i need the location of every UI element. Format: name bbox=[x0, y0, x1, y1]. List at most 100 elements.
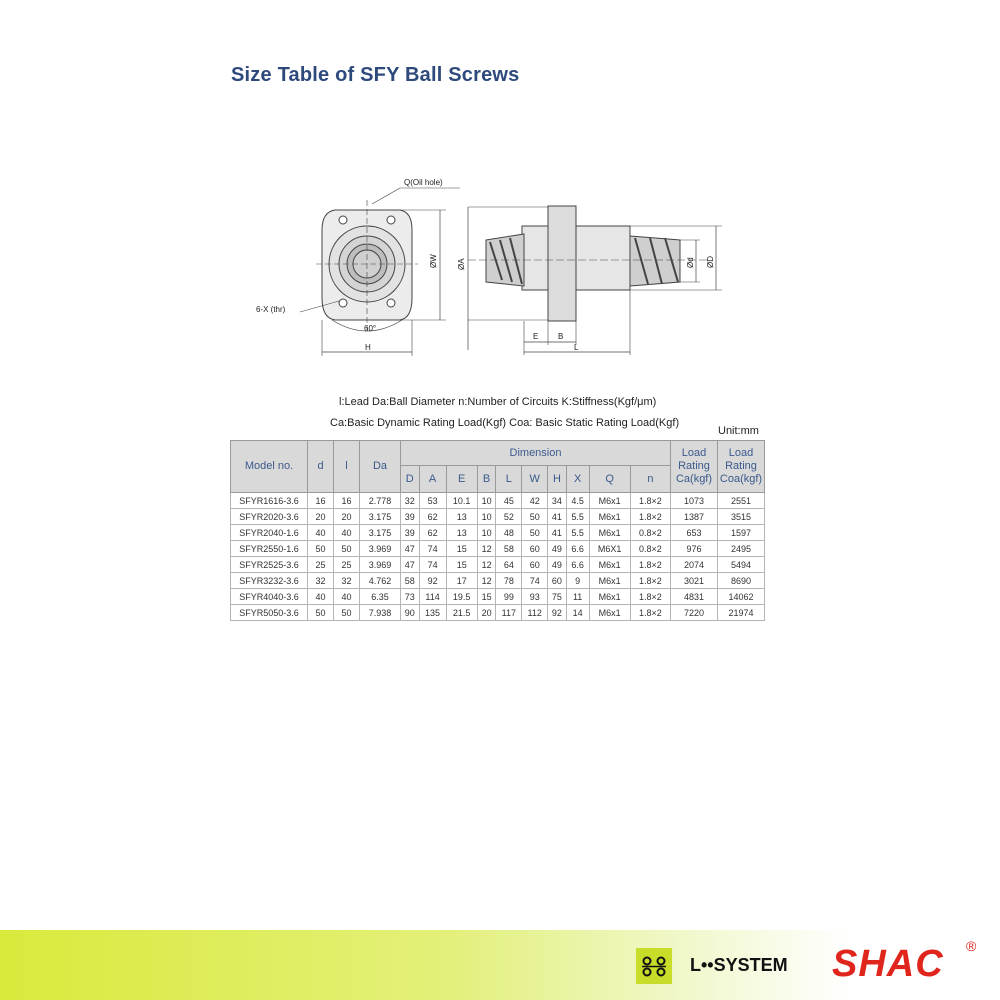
table-cell: 135 bbox=[418, 604, 447, 621]
table-cell: 1.8×2 bbox=[629, 604, 672, 621]
col-load-coa: Load Rating Coa(kgf) bbox=[717, 440, 765, 493]
table-cell: 34 bbox=[547, 492, 567, 509]
col-dim-e: E bbox=[445, 465, 478, 493]
table-cell: 3.175 bbox=[359, 508, 401, 525]
table-cell: M6x1 bbox=[588, 572, 631, 589]
table-cell: 2074 bbox=[670, 556, 718, 573]
col-model: Model no. bbox=[230, 440, 308, 493]
table-cell: 41 bbox=[547, 524, 567, 541]
table-cell: 4831 bbox=[670, 588, 718, 605]
shac-logo: SHAC bbox=[832, 943, 944, 985]
table-cell: M6x1 bbox=[588, 524, 631, 541]
table-cell: 99 bbox=[495, 588, 523, 605]
table-cell: 4.762 bbox=[359, 572, 401, 589]
col-dim-a: A bbox=[418, 465, 447, 493]
table-cell: 2495 bbox=[717, 540, 765, 557]
table-cell: 47 bbox=[400, 556, 420, 573]
d-small-label: Ød bbox=[686, 257, 695, 268]
col-dim-n: n bbox=[629, 465, 672, 493]
table-cell: 12 bbox=[476, 572, 497, 589]
col-dimension: Dimension bbox=[400, 440, 671, 466]
table-cell: M6X1 bbox=[588, 540, 631, 557]
model-cell: SFYR4040-3.6 bbox=[230, 588, 308, 605]
model-cell: SFYR2525-3.6 bbox=[230, 556, 308, 573]
b-label: B bbox=[558, 332, 563, 341]
table-cell: 25 bbox=[307, 556, 334, 573]
model-cell: SFYR2020-3.6 bbox=[230, 508, 308, 525]
table-cell: 12 bbox=[476, 556, 497, 573]
e-label: E bbox=[533, 332, 538, 341]
h-label: H bbox=[365, 343, 371, 352]
table-cell: 13 bbox=[445, 508, 478, 525]
col-dim-d: D bbox=[400, 465, 420, 493]
l-label: L bbox=[574, 343, 579, 352]
table-cell: 62 bbox=[418, 508, 447, 525]
col-dim-l: L bbox=[495, 465, 523, 493]
table-cell: 25 bbox=[333, 556, 360, 573]
table-cell: 93 bbox=[521, 588, 549, 605]
table-cell: 117 bbox=[495, 604, 523, 621]
table-cell: 14062 bbox=[717, 588, 765, 605]
table-cell: 13 bbox=[445, 524, 478, 541]
table-cell: 50 bbox=[333, 540, 360, 557]
table-cell: 58 bbox=[495, 540, 523, 557]
table-cell: 40 bbox=[307, 588, 334, 605]
model-cell: SFYR2040-1.6 bbox=[230, 524, 308, 541]
table-cell: 7220 bbox=[670, 604, 718, 621]
table-cell: 5.5 bbox=[565, 508, 590, 525]
ball-screw-drawing: Q(Oil hole) 6-X (thr) 60° H ØW ØA E B L … bbox=[256, 178, 722, 356]
oil-hole-label: Q(Oil hole) bbox=[404, 178, 443, 187]
col-dim-h: H bbox=[547, 465, 567, 493]
model-cell: SFYR1616-3.6 bbox=[230, 492, 308, 509]
table-cell: 47 bbox=[400, 540, 420, 557]
thread-label: 6-X (thr) bbox=[256, 305, 286, 314]
table-cell: 4.5 bbox=[565, 492, 590, 509]
legend-line-2: Ca:Basic Dynamic Rating Load(Kgf) Coa: B… bbox=[330, 417, 680, 429]
table-cell: 53 bbox=[418, 492, 447, 509]
table-cell: 74 bbox=[521, 572, 549, 589]
footer-bar bbox=[0, 930, 1000, 1000]
table-cell: 3.969 bbox=[359, 556, 401, 573]
table-cell: 15 bbox=[476, 588, 497, 605]
table-cell: 15 bbox=[445, 540, 478, 557]
table-cell: 10 bbox=[476, 524, 497, 541]
table-cell: 12 bbox=[476, 540, 497, 557]
table-cell: 50 bbox=[521, 524, 549, 541]
table-cell: 32 bbox=[333, 572, 360, 589]
col-dim-q: Q bbox=[588, 465, 631, 493]
table-cell: 20 bbox=[333, 508, 360, 525]
table-cell: 92 bbox=[547, 604, 567, 621]
table-cell: 20 bbox=[307, 508, 334, 525]
size-table: Model no. d l Da Dimension Load Rating C… bbox=[230, 440, 765, 621]
col-da: Da bbox=[359, 440, 401, 493]
table-cell: 1387 bbox=[670, 508, 718, 525]
table-cell: 48 bbox=[495, 524, 523, 541]
table-cell: 21974 bbox=[717, 604, 765, 621]
table-cell: 42 bbox=[521, 492, 549, 509]
table-cell: 0.8×2 bbox=[629, 540, 672, 557]
table-cell: 1.8×2 bbox=[629, 572, 672, 589]
table-cell: 1.8×2 bbox=[629, 492, 672, 509]
angle-label: 60° bbox=[364, 324, 376, 333]
table-cell: 112 bbox=[521, 604, 549, 621]
col-dim-w: W bbox=[521, 465, 549, 493]
table-cell: 5494 bbox=[717, 556, 765, 573]
model-cell: SFYR2550-1.6 bbox=[230, 540, 308, 557]
table-cell: 1.8×2 bbox=[629, 588, 672, 605]
table-cell: 50 bbox=[307, 604, 334, 621]
table-cell: 58 bbox=[400, 572, 420, 589]
lsystem-logo-text: L••SYSTEM bbox=[690, 955, 788, 975]
table-cell: 39 bbox=[400, 524, 420, 541]
col-lead: l bbox=[333, 440, 360, 493]
table-cell: 10.1 bbox=[445, 492, 478, 509]
table-cell: 75 bbox=[547, 588, 567, 605]
table-cell: 60 bbox=[521, 540, 549, 557]
table-cell: 16 bbox=[333, 492, 360, 509]
w-label: ØW bbox=[429, 254, 438, 268]
model-cell: SFYR5050-3.6 bbox=[230, 604, 308, 621]
col-dim-x: X bbox=[565, 465, 590, 493]
table-cell: 90 bbox=[400, 604, 420, 621]
